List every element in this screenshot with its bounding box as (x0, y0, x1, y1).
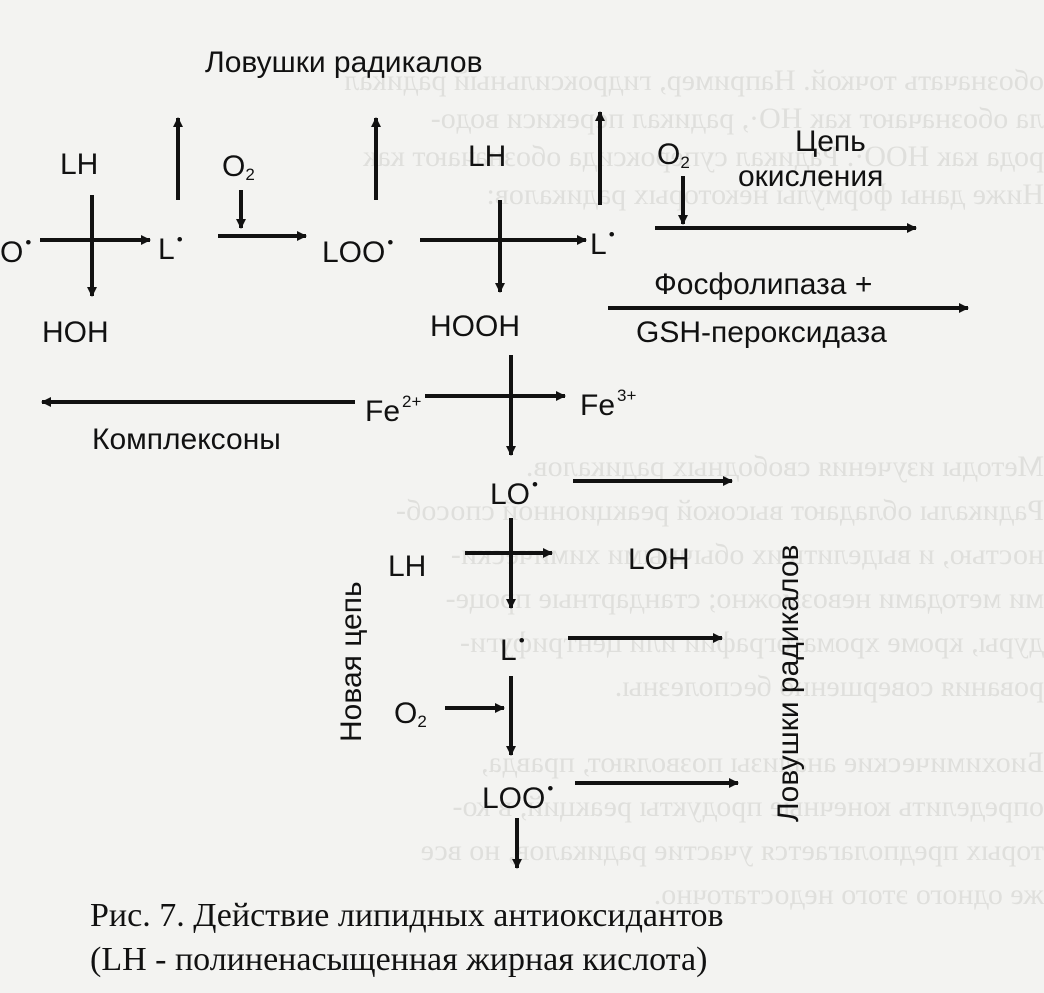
o2-label: O2 (394, 697, 427, 732)
side-traps-label: Ловушки радикалов (772, 544, 805, 823)
l-radical-label: L• (590, 225, 615, 261)
hooh-label: HOOH (430, 310, 520, 343)
lh-label: LH (388, 550, 427, 583)
complexones-label: Комплексоны (92, 423, 281, 456)
phospholipase-label: Фосфолипаза + (654, 268, 873, 301)
lh-label: LH (60, 148, 99, 181)
new-chain-label: Новая цепь (335, 581, 368, 742)
l-radical-label: L• (158, 230, 183, 266)
chain-label-line1: Цепь (795, 125, 866, 158)
loo-radical-label: LOO• (322, 233, 394, 269)
o2-label: O2 (657, 138, 690, 173)
gsh-peroxidase-label: GSH-пероксидаза (636, 316, 887, 349)
lh-label: LH (468, 140, 507, 173)
lo-radical-label: LO• (490, 475, 538, 511)
o-radical-label: O• (0, 233, 32, 269)
hoh-label: HOH (42, 316, 109, 349)
caption-line-2: (LH - полиненасыщенная жирная кислота) (90, 941, 708, 978)
chain-label-line2: окисления (738, 160, 884, 193)
top-traps-label: Ловушки радикалов (205, 46, 483, 79)
loh-label: LOH (628, 543, 690, 576)
loo-radical-label: LOO• (482, 779, 554, 815)
figure-caption: Рис. 7. Действие липидных антиоксидантов… (90, 894, 724, 982)
o2-label: O2 (222, 150, 255, 185)
caption-line-1: Рис. 7. Действие липидных антиоксидантов (90, 897, 724, 934)
l-radical-label: L• (500, 631, 525, 667)
